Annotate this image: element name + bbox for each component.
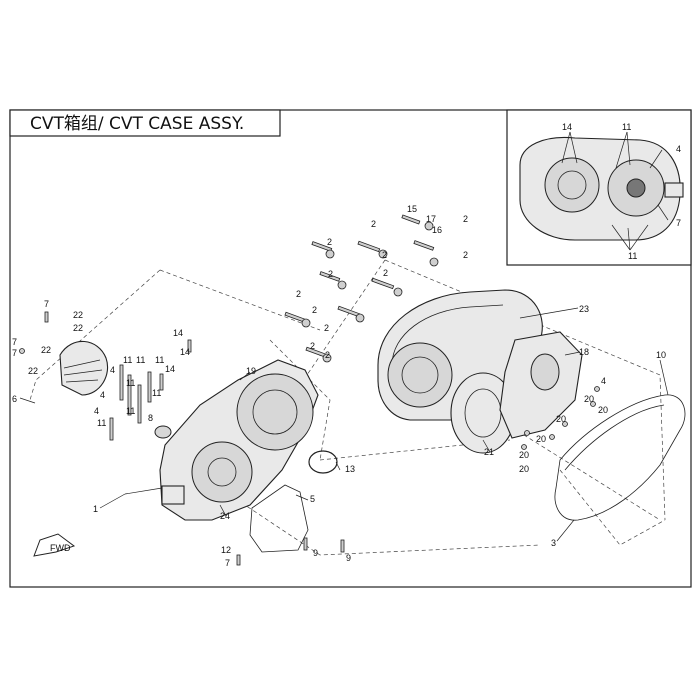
callout-13: 13 bbox=[345, 464, 355, 474]
callout-11-c: 11 bbox=[155, 355, 164, 365]
callout-2-j: 2 bbox=[324, 323, 329, 333]
callout-labels: 1 3 10 23 18 21 13 5 6 19 24 8 9 9 12 7 … bbox=[12, 204, 666, 568]
callout-14-b: 14 bbox=[180, 347, 190, 357]
callout-7-left-b: 7 bbox=[12, 348, 17, 358]
callout-2-i: 2 bbox=[312, 305, 317, 315]
callout-11-a: 11 bbox=[123, 355, 132, 365]
oil-seal bbox=[154, 425, 172, 439]
inset-view: 14 11 4 7 11 bbox=[506, 109, 692, 266]
callout-20-b: 20 bbox=[598, 405, 608, 415]
callout-11-g: 11 bbox=[97, 418, 106, 428]
callout-16: 16 bbox=[432, 225, 442, 235]
inset-duct bbox=[664, 182, 684, 198]
callout-2-a: 2 bbox=[463, 214, 468, 224]
bolt-group bbox=[19, 214, 600, 566]
callout-21: 21 bbox=[484, 447, 494, 457]
callout-5: 5 bbox=[310, 494, 315, 504]
callout-8: 8 bbox=[148, 413, 153, 423]
callout-12: 12 bbox=[221, 545, 231, 555]
case-fan-ring bbox=[236, 373, 314, 451]
cover-bore bbox=[387, 342, 453, 408]
callout-14-a: 14 bbox=[173, 328, 183, 338]
callout-15: 15 bbox=[407, 204, 417, 214]
callout-2-k: 2 bbox=[310, 341, 315, 351]
callout-11-b: 11 bbox=[136, 355, 145, 365]
callout-9-left: 9 bbox=[313, 548, 318, 558]
fwd-label: FWD bbox=[50, 543, 71, 553]
large-cover-gasket bbox=[554, 394, 686, 521]
small-gasket bbox=[249, 484, 309, 553]
inset-secondary-hub bbox=[626, 178, 646, 198]
callout-4-a: 4 bbox=[110, 365, 115, 375]
callout-2-e: 2 bbox=[382, 250, 387, 260]
callout-4-c: 4 bbox=[94, 406, 99, 416]
callout-2-g: 2 bbox=[328, 269, 333, 279]
callout-22-top: 22 bbox=[73, 310, 83, 320]
callout-24: 24 bbox=[220, 511, 230, 521]
callout-20-d: 20 bbox=[536, 434, 546, 444]
callout-20-f: 20 bbox=[519, 464, 529, 474]
forward-direction-arrow: FWD bbox=[33, 533, 76, 557]
callout-4-right: 4 bbox=[601, 376, 606, 386]
title-box bbox=[9, 109, 281, 137]
inset-callout-14: 14 bbox=[562, 122, 572, 132]
callout-2-c: 2 bbox=[463, 250, 468, 260]
inset-callout-11-bottom: 11 bbox=[628, 251, 637, 261]
callout-2-l: 2 bbox=[325, 350, 330, 360]
main-cvt-case bbox=[159, 359, 319, 521]
callout-22-upper: 22 bbox=[73, 323, 83, 333]
callout-11-d: 11 bbox=[126, 378, 135, 388]
callout-20-a: 20 bbox=[584, 394, 594, 404]
callout-20-c: 20 bbox=[556, 414, 566, 424]
callout-11-e: 11 bbox=[152, 388, 161, 398]
callout-23: 23 bbox=[579, 304, 589, 314]
inset-callout-11-top: 11 bbox=[622, 122, 631, 132]
inset-primary-bore bbox=[544, 157, 600, 213]
callout-10: 10 bbox=[656, 350, 666, 360]
callout-2-f: 2 bbox=[383, 268, 388, 278]
callout-20-e: 20 bbox=[519, 450, 529, 460]
callout-2-b: 2 bbox=[371, 219, 376, 229]
callout-14-c: 14 bbox=[165, 364, 175, 374]
callout-22-mid: 22 bbox=[41, 345, 51, 355]
callout-4-b: 4 bbox=[100, 390, 105, 400]
callout-7-bottom: 7 bbox=[225, 558, 230, 568]
callout-6: 6 bbox=[12, 394, 17, 404]
case-intake bbox=[161, 485, 185, 505]
inset-primary-hub bbox=[557, 170, 587, 200]
shield-part bbox=[59, 340, 108, 396]
case-clutch-ring bbox=[191, 441, 253, 503]
callout-17: 17 bbox=[426, 214, 436, 224]
cover-plate bbox=[499, 331, 583, 439]
callout-18: 18 bbox=[579, 347, 589, 357]
callout-19: 19 bbox=[246, 366, 256, 376]
diagram-border bbox=[9, 109, 692, 588]
inset-callout-4: 4 bbox=[676, 144, 681, 154]
callout-3: 3 bbox=[551, 538, 556, 548]
o-ring bbox=[308, 450, 338, 474]
callout-7-left-a: 7 bbox=[12, 337, 17, 347]
callout-22-low: 22 bbox=[28, 366, 38, 376]
assembly-guide-lines bbox=[29, 259, 666, 556]
inset-callout-7: 7 bbox=[676, 218, 681, 228]
callout-11-f: 11 bbox=[126, 406, 135, 416]
callout-2-h: 2 bbox=[296, 289, 301, 299]
callout-2-d: 2 bbox=[327, 237, 332, 247]
callout-7-top: 7 bbox=[44, 299, 49, 309]
callout-9-right: 9 bbox=[346, 553, 351, 563]
leader-lines bbox=[19, 307, 669, 542]
callout-1: 1 bbox=[93, 504, 98, 514]
diagram-title: CVT箱组/ CVT CASE ASSY. bbox=[30, 114, 244, 134]
